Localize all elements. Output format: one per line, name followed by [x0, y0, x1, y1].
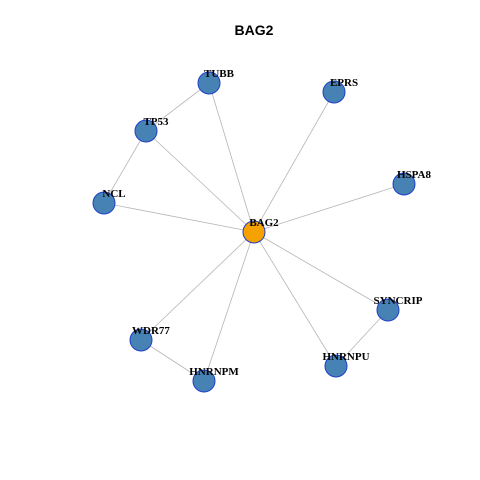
node-label-ncl: NCL — [102, 188, 125, 200]
node-label-hnrnpu: HNRNPU — [322, 351, 369, 363]
node-eprs[interactable]: EPRS — [322, 77, 358, 104]
edge-tubb-tp53 — [145, 82, 210, 132]
node-label-bag2: BAG2 — [249, 217, 279, 229]
edge-bag2-tp53 — [145, 130, 255, 233]
edge-bag2-hnrnpm — [203, 231, 255, 382]
node-circle-hnrnpm[interactable] — [192, 369, 216, 393]
node-label-tubb: TUBB — [204, 68, 235, 80]
edges-layer — [103, 82, 405, 382]
edge-bag2-hspa8 — [253, 183, 405, 233]
node-wdr77[interactable]: WDR77 — [129, 325, 170, 352]
node-ncl[interactable]: NCL — [92, 188, 126, 215]
node-label-hnrnpm: HNRNPM — [189, 366, 239, 378]
node-tp53[interactable]: TP53 — [134, 116, 169, 143]
node-circle-wdr77[interactable] — [129, 328, 153, 352]
edge-bag2-syncrip — [253, 231, 389, 311]
node-circle-ncl[interactable] — [92, 191, 116, 215]
edge-bag2-tubb — [208, 82, 255, 233]
node-circle-tp53[interactable] — [134, 119, 158, 143]
node-bag2[interactable]: BAG2 — [242, 217, 279, 244]
edge-wdr77-hnrnpm — [140, 339, 205, 382]
node-label-syncrip: SYNCRIP — [374, 295, 423, 307]
node-label-hspa8: HSPA8 — [397, 169, 432, 181]
edge-bag2-hnrnpu — [253, 231, 337, 367]
edge-syncrip-hnrnpu — [335, 309, 389, 367]
node-circle-eprs[interactable] — [322, 80, 346, 104]
node-circle-bag2[interactable] — [242, 220, 266, 244]
node-label-wdr77: WDR77 — [132, 325, 170, 337]
edge-tp53-ncl — [103, 130, 147, 204]
graph-title: BAG2 — [235, 22, 274, 38]
node-label-tp53: TP53 — [143, 116, 169, 128]
edge-bag2-wdr77 — [140, 231, 255, 341]
node-circle-syncrip[interactable] — [376, 298, 400, 322]
node-hnrnpm[interactable]: HNRNPM — [189, 366, 239, 393]
node-hnrnpu[interactable]: HNRNPU — [322, 351, 370, 378]
node-syncrip[interactable]: SYNCRIP — [374, 295, 423, 322]
edge-bag2-eprs — [253, 91, 335, 233]
node-label-eprs: EPRS — [330, 77, 358, 89]
node-circle-hspa8[interactable] — [392, 172, 416, 196]
node-tubb[interactable]: TUBB — [197, 68, 235, 95]
node-circle-hnrnpu[interactable] — [324, 354, 348, 378]
edge-bag2-ncl — [103, 202, 255, 233]
node-hspa8[interactable]: HSPA8 — [392, 169, 432, 196]
node-circle-tubb[interactable] — [197, 71, 221, 95]
